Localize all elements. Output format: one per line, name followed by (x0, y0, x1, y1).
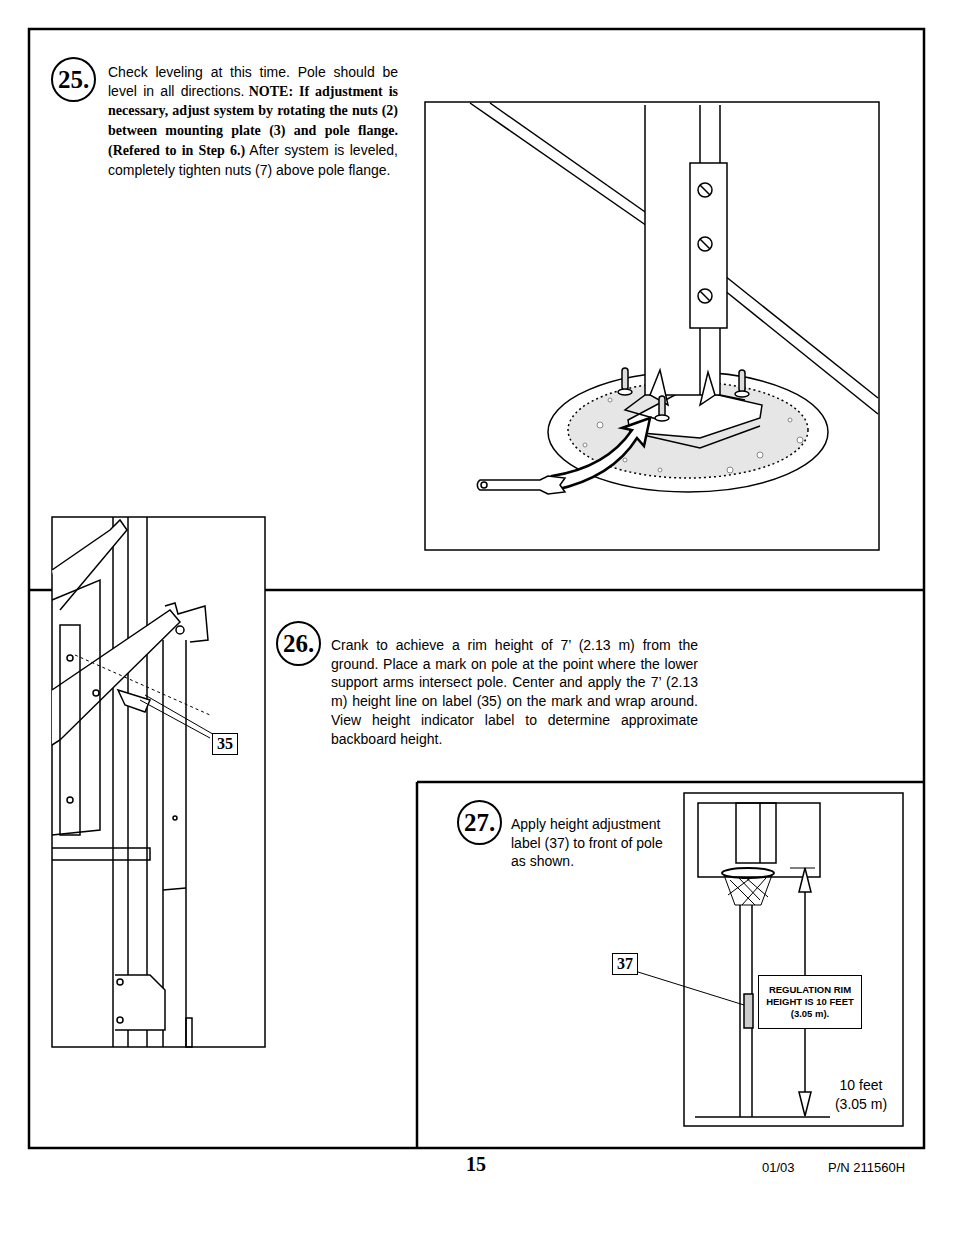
page-number: 15 (456, 1155, 496, 1174)
step-number: 25. (51, 57, 96, 102)
node-text: 26. (283, 630, 314, 658)
callout-number: 37 (612, 953, 638, 975)
step-number: 26. (276, 621, 321, 666)
node-text: 35 (217, 735, 233, 753)
callout-number: 35 (212, 733, 238, 755)
page-frame (29, 29, 924, 1148)
step-text: Check leveling at this time. Pole should… (108, 63, 398, 179)
dimension-label: 10 feet (3.05 m) (830, 1076, 892, 1113)
instruction-text: Apply height adjustment label (37) to fr… (511, 815, 675, 871)
node-text: 37 (617, 955, 633, 973)
part-number: P/N 211560H (828, 1159, 928, 1178)
node-text: 25. (58, 66, 89, 94)
pole-base-illustration (425, 102, 879, 550)
node-text: REGULATION RIM HEIGHT IS 10 FEET (3.05 m… (761, 984, 859, 1020)
instruction-text: Crank to achieve a rim height of 7’ (2.1… (331, 636, 698, 748)
note-box: REGULATION RIM HEIGHT IS 10 FEET (3.05 m… (758, 975, 862, 1029)
regulation-height-illustration (684, 793, 903, 1126)
step-number: 27. (457, 800, 502, 845)
node-text: 27. (464, 809, 495, 837)
date-code: 01/03 (762, 1159, 812, 1178)
leader-line (638, 972, 744, 1005)
lower-arms-illustration (52, 517, 265, 1047)
